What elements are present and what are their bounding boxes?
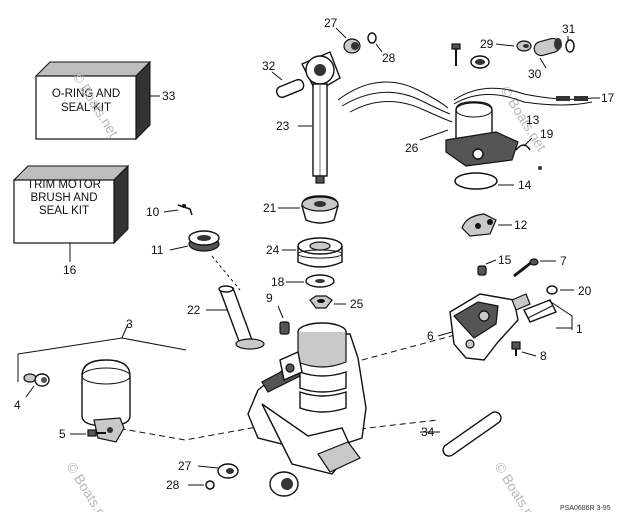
callout-3: 3 [126,317,133,331]
watermark-3: © Boats.net [63,459,116,512]
callout-30: 30 [528,67,542,81]
cap-part-21 [301,195,339,224]
callout-13: 13 [526,113,540,127]
callout-12: 12 [514,218,528,232]
filter-part-1 [523,299,557,323]
callout-18: 18 [271,275,285,289]
trim-motor-part-26 [445,101,519,167]
pin-part-32 [275,78,305,98]
callout-5: 5 [59,427,66,441]
piston-part-24 [297,237,343,268]
valve-part-15 [477,265,487,276]
oring-seal-kit-box: O-RING AND SEAL KIT [34,60,152,141]
callout-20: 20 [578,284,592,298]
callout-7: 7 [560,254,567,268]
kit-33-line1: O-RING AND [52,88,120,100]
callout-21: 21 [263,201,277,215]
callout-26: 26 [405,141,419,155]
gland-part-11 [188,230,220,252]
bushing-part-27-bottom [217,463,239,479]
callout-29: 29 [480,37,494,51]
watermark-4: © Boats.net [491,459,544,512]
oring-part-14 [454,172,498,190]
callout-24: 24 [266,243,280,257]
sleeve-part-30 [533,37,562,57]
wire-harness [337,81,593,123]
callout-1: 1 [576,322,583,336]
tube-part-22 [218,285,265,350]
screw-part-motor-top [451,43,461,66]
small-screw-10 [177,204,193,216]
callout-9: 9 [266,291,273,305]
plug-part-9 [279,321,290,335]
pump-part-6 [449,293,531,361]
callout-23: 23 [276,119,290,133]
oring-part-20 [546,285,558,295]
pin-part-34 [442,411,502,457]
callout-17: 17 [601,91,615,105]
callout-22: 22 [187,303,201,317]
callout-31: 31 [562,22,576,36]
kit-33-line2: SEAL KIT [61,102,111,114]
callout-6: 6 [427,329,434,343]
trim-motor-kit-box: TRIM MOTOR BRUSH AND SEAL KIT [12,164,130,245]
callout-28-top: 28 [382,51,396,65]
bushing-part-27-top [343,38,361,54]
callout-4: 4 [14,398,21,412]
trim-cylinder-housing [247,322,367,497]
callout-16: 16 [63,263,77,277]
ring-part-28-bottom [205,480,215,490]
washer-part-18 [305,274,335,288]
callout-27-top: 27 [324,16,338,30]
callout-11: 11 [151,243,164,257]
callout-27-bottom: 27 [178,459,192,473]
callout-34: 34 [421,425,435,439]
oring-part-motor-top [470,55,490,69]
callout-19: 19 [540,127,554,141]
callout-32: 32 [262,59,276,73]
callout-25: 25 [350,297,364,311]
plate-part-12 [461,213,497,237]
nut-part-25 [309,295,333,309]
callout-28-bottom: 28 [166,478,180,492]
kit-16-line1: TRIM MOTOR [27,179,101,191]
callout-10: 10 [146,205,160,219]
bushing-part-29 [516,40,532,52]
plug-part-4 [23,373,50,387]
drawing-code: PSA0686R 3-95 [560,505,611,512]
callout-33: 33 [162,89,176,103]
callout-15: 15 [498,253,512,267]
ring-part-28-top [367,32,377,44]
clip-part-19 [515,144,542,170]
bolt-part-7 [513,258,539,278]
rod-part-23 [301,51,341,184]
reservoir-part [81,359,131,443]
ring-part-31 [565,39,575,53]
kit-16-line3: SEAL KIT [39,205,89,217]
screw-part-8 [511,341,521,356]
kit-16-line2: BRUSH AND [30,192,97,204]
screw-part-5 [87,429,106,437]
callout-8: 8 [540,349,547,363]
callout-14: 14 [518,178,532,192]
